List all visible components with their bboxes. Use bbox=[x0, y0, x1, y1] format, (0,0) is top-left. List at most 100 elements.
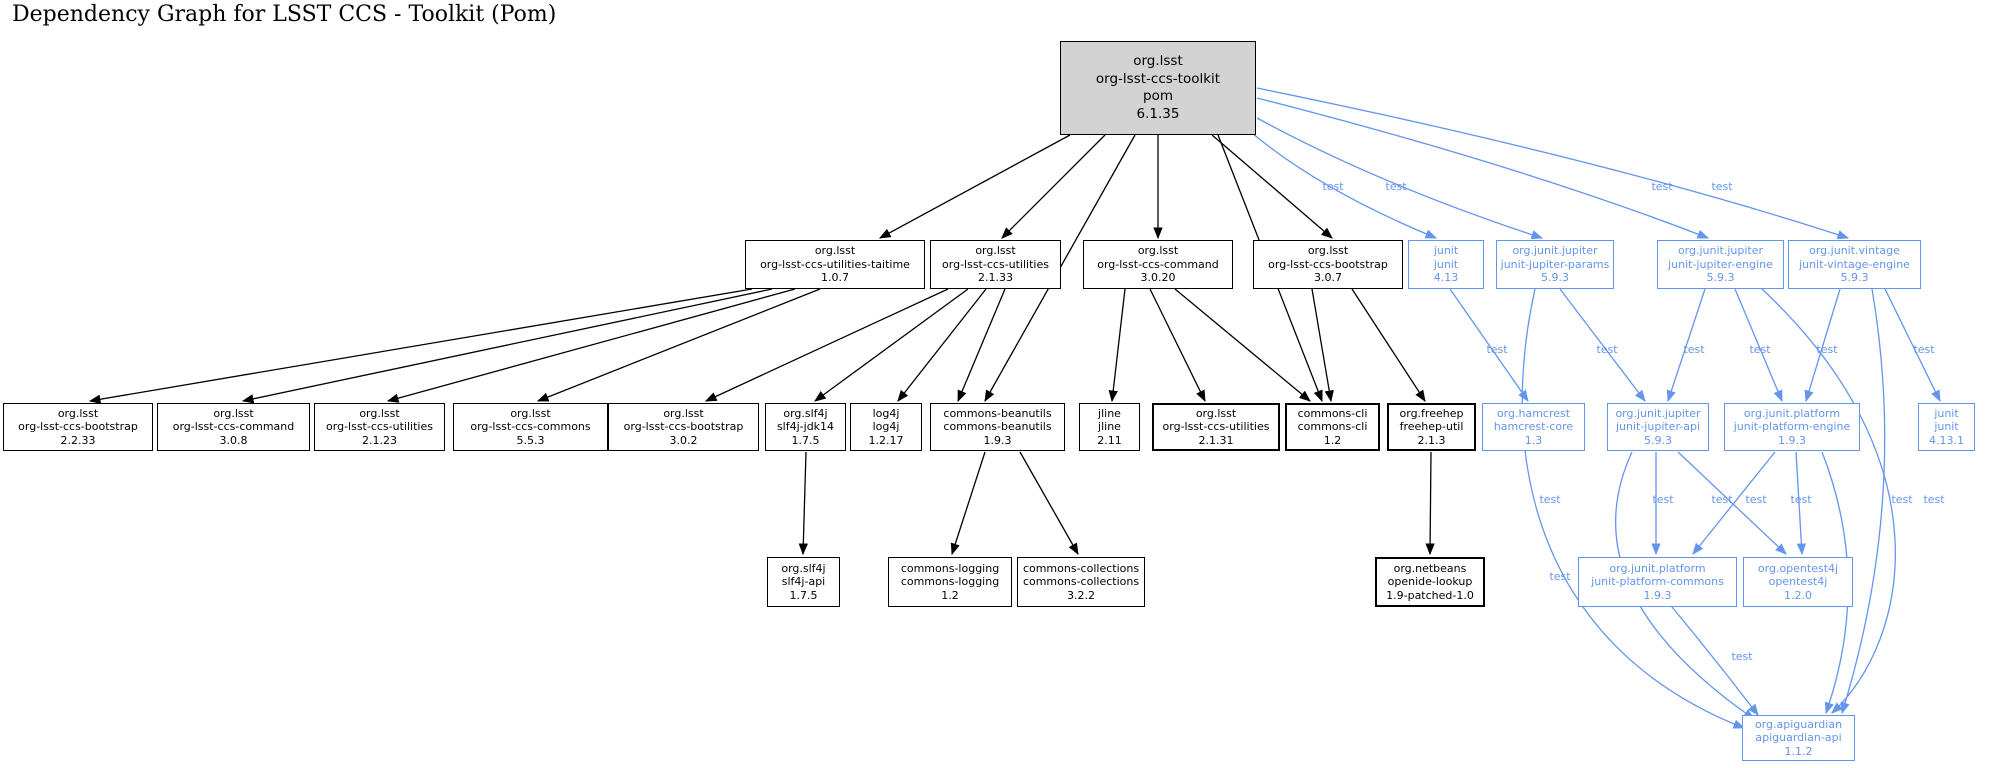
node-label-line: 5.9.3 bbox=[1840, 271, 1869, 285]
node-label-line: 1.9.3 bbox=[983, 433, 1012, 447]
node-label-line: openide-lookup bbox=[1387, 575, 1473, 589]
edge-root-utilities2133 bbox=[1001, 134, 1106, 239]
node-label-line: org.junit.jupiter bbox=[1512, 244, 1598, 258]
node-label-line: org.lsst bbox=[359, 406, 400, 420]
node-label-line: opentest4j bbox=[1768, 575, 1828, 589]
edge-taitime-bootstrap2233 bbox=[88, 288, 753, 404]
node-label-line: org-lsst-ccs-bootstrap bbox=[1268, 257, 1388, 271]
edge-label-test: test bbox=[1711, 493, 1733, 506]
edge-vintage593-junit4131 bbox=[1884, 288, 1941, 403]
node-label-line: 3.2.2 bbox=[1067, 588, 1095, 602]
node-label-line: 2.11 bbox=[1097, 433, 1122, 447]
node-label-line: commons-beanutils bbox=[943, 420, 1052, 434]
node-label-line: commons-logging bbox=[900, 561, 1000, 575]
node-label-line: org.lsst bbox=[663, 406, 704, 420]
node-label-line: org-lsst-ccs-utilities bbox=[326, 420, 433, 434]
edge-utilities2133-bootstrap302 bbox=[704, 288, 949, 402]
edge-label-test: test bbox=[1923, 493, 1945, 506]
node-label-line: 1.3 bbox=[1524, 433, 1543, 447]
node-label-line: org.junit.jupiter bbox=[1615, 406, 1701, 420]
node-label-line: org-lsst-ccs-bootstrap bbox=[18, 420, 138, 434]
node-label-line: org.lsst bbox=[1133, 53, 1183, 69]
node-label-line: org.junit.platform bbox=[1609, 561, 1706, 575]
edge-vintage593-apiguardian bbox=[1840, 288, 1886, 715]
node-label-line: org.lsst bbox=[1137, 244, 1179, 258]
edge-label-test: test bbox=[1322, 180, 1344, 193]
node-label-line: 2.2.33 bbox=[60, 433, 96, 447]
node-label-line: junit-vintage-engine bbox=[1799, 257, 1910, 271]
edge-command3020-commonscli bbox=[1174, 288, 1311, 402]
edge-utilities2133-beanutils bbox=[957, 288, 1006, 403]
node-label-line: jline bbox=[1098, 420, 1121, 434]
node-label-line: 2.1.31 bbox=[1198, 433, 1234, 447]
edge-label-test: test bbox=[1745, 493, 1767, 506]
node-label-line: 4.13 bbox=[1433, 271, 1459, 285]
node-label-line: org-lsst-ccs-utilities-taitime bbox=[760, 257, 910, 271]
edge-label-test: test bbox=[1549, 570, 1571, 583]
edge-label-test: test bbox=[1651, 180, 1673, 193]
node-label-line: org-lsst-ccs-command bbox=[1097, 257, 1219, 271]
edge-root-vintage593 bbox=[1256, 87, 1850, 240]
node-label-line: 5.9.3 bbox=[1541, 271, 1569, 285]
edge-label-test: test bbox=[1891, 493, 1913, 506]
edge-engine593-platformengine bbox=[1734, 288, 1783, 403]
node-label-line: org.lsst bbox=[975, 244, 1016, 258]
node-label-line: org-lsst-ccs-bootstrap bbox=[623, 420, 744, 434]
edge-engine593-apiguardian bbox=[1761, 288, 1896, 714]
node-label-line: 4.13.1 bbox=[1929, 433, 1964, 447]
node-label-line: 3.0.20 bbox=[1140, 271, 1176, 285]
edge-label-test: test bbox=[1596, 343, 1618, 356]
node-label-line: pom bbox=[1143, 88, 1173, 104]
node-label-line: apiguardian-api bbox=[1755, 731, 1842, 745]
edge-params593-jupiterapi bbox=[1559, 288, 1646, 402]
edge-label-test: test bbox=[1486, 343, 1508, 356]
node-label-line: junit-platform-commons bbox=[1591, 575, 1724, 589]
node-label-line: junit bbox=[1433, 244, 1459, 258]
node-label-line: org-lsst-ccs-command bbox=[172, 420, 295, 434]
node-label-line: org-lsst-ccs-toolkit bbox=[1095, 70, 1221, 87]
edge-command3020-jline bbox=[1108, 288, 1126, 403]
edge-root-junit413 bbox=[1251, 132, 1438, 239]
edge-beanutils-commonscollections bbox=[1019, 451, 1079, 556]
edge-engine593-jupiterapi bbox=[1666, 288, 1706, 403]
node-label-line: 2.1.33 bbox=[978, 271, 1013, 285]
edge-freehep-openidelookup bbox=[1425, 451, 1435, 556]
node-label-line: 3.0.8 bbox=[219, 433, 248, 447]
node-label-line: 3.0.7 bbox=[1314, 271, 1342, 285]
node-label-line: commons-collections bbox=[1022, 561, 1140, 575]
node-label-line: org.junit.vintage bbox=[1809, 244, 1900, 258]
edge-platformengine-opentest4j bbox=[1795, 451, 1807, 556]
edge-junit413-hamcrest bbox=[1449, 288, 1529, 402]
graph-title: Dependency Graph for LSST CCS - Toolkit … bbox=[12, 2, 557, 27]
edge-vintage593-platformengine bbox=[1804, 288, 1841, 403]
edge-bootstrap307-commonscli bbox=[1311, 288, 1334, 403]
node-label-line: junit-jupiter-engine bbox=[1668, 257, 1773, 271]
node-label-line: junit-jupiter-api bbox=[1615, 420, 1701, 434]
edge-root-params593 bbox=[1256, 117, 1544, 240]
node-label-line: org-lsst-ccs-utilities bbox=[1162, 420, 1270, 434]
node-label-line: 6.1.35 bbox=[1136, 105, 1180, 122]
node-label-line: junit bbox=[1934, 420, 1959, 434]
